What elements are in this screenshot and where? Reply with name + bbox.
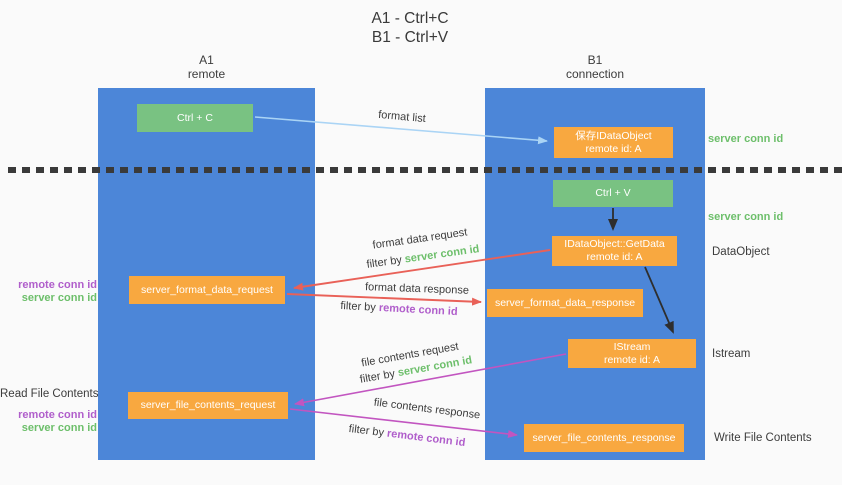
- diagram-title: A1 - Ctrl+C B1 - Ctrl+V: [0, 9, 820, 47]
- filter-by-text-4: filter by: [348, 422, 388, 440]
- node-idataobject-getdata: IDataObject::GetData remote id: A: [552, 236, 677, 266]
- filter-remote-conn-id-1: remote conn id: [378, 301, 458, 319]
- filter-by-text-3: filter by: [358, 367, 399, 386]
- node-save-idataobject-line2: remote id: A: [585, 142, 642, 155]
- node-server-file-contents-request: server_file_contents_request: [128, 392, 288, 419]
- dotted-separator-line: [8, 167, 842, 173]
- node-server-format-data-request: server_format_data_request: [129, 276, 285, 304]
- node-server-file-contents-response: server_file_contents_response: [524, 424, 684, 452]
- node-server-format-data-response-label: server_format_data_response: [494, 296, 636, 309]
- node-idataobject-getdata-line2: remote id: A: [586, 251, 643, 263]
- title-line-1: A1 - Ctrl+C: [371, 10, 449, 27]
- filter-by-text-2: filter by: [340, 299, 380, 314]
- node-istream-line2: remote id: A: [603, 353, 661, 366]
- label-server-conn-id-left-1: server conn id: [21, 291, 97, 304]
- label-server-conn-id-top: server conn id: [708, 133, 784, 145]
- left-conn-id-group-2: remote conn id server conn id: [0, 409, 97, 434]
- label-remote-conn-id-2: remote conn id: [18, 409, 97, 421]
- node-ctrl-c: Ctrl + C: [137, 104, 253, 132]
- right-column-header: B1 connection: [485, 53, 705, 81]
- read-file-contents-wrap: Read File Contents: [0, 388, 99, 401]
- label-filter-by-remote-conn-id-2: filter by remote conn id: [348, 423, 466, 449]
- node-istream: IStream remote id: A: [568, 339, 696, 368]
- node-save-idataobject-line1: 保存IDataObject: [575, 129, 652, 142]
- node-server-file-contents-response-label: server_file_contents_response: [532, 431, 676, 444]
- node-istream-line1: IStream: [613, 340, 651, 353]
- node-server-format-data-request-label: server_format_data_request: [141, 283, 273, 296]
- label-server-conn-id-left-2: server conn id: [21, 421, 97, 434]
- left-column-header: A1 remote: [98, 53, 315, 81]
- filter-by-text-1: filter by: [365, 253, 406, 271]
- label-read-file-contents: Read File Contents: [0, 388, 99, 400]
- left-column-subtitle: remote: [187, 67, 226, 81]
- label-write-file-contents: Write File Contents: [714, 432, 812, 444]
- label-format-data-response: format data response: [364, 281, 470, 297]
- node-save-idataobject: 保存IDataObject remote id: A: [554, 127, 673, 158]
- label-filter-by-remote-conn-id-1: filter by remote conn id: [340, 300, 458, 318]
- left-conn-id-group-1: remote conn id server conn id: [0, 279, 97, 304]
- filter-remote-conn-id-2: remote conn id: [386, 427, 466, 450]
- label-istream: Istream: [712, 348, 751, 360]
- node-ctrl-v: Ctrl + V: [553, 180, 673, 207]
- title-line-2: B1 - Ctrl+V: [371, 29, 449, 46]
- node-server-format-data-response: server_format_data_response: [487, 289, 643, 317]
- node-idataobject-getdata-line1: IDataObject::GetData: [564, 238, 665, 250]
- label-format-list: format list: [377, 108, 427, 126]
- label-dataobject: DataObject: [712, 246, 770, 258]
- filter-server-conn-id-1: server conn id: [403, 243, 481, 266]
- label-file-contents-response: file contents response: [373, 396, 481, 422]
- node-ctrl-v-label: Ctrl + V: [595, 187, 631, 199]
- node-ctrl-c-label: Ctrl + C: [177, 111, 213, 124]
- label-remote-conn-id-1: remote conn id: [18, 279, 97, 291]
- left-column-name: A1: [199, 53, 214, 67]
- node-server-file-contents-request-label: server_file_contents_request: [140, 399, 276, 411]
- label-server-conn-id-middle: server conn id: [708, 211, 784, 223]
- right-column-subtitle: connection: [565, 67, 625, 81]
- right-column-name: B1: [587, 53, 603, 67]
